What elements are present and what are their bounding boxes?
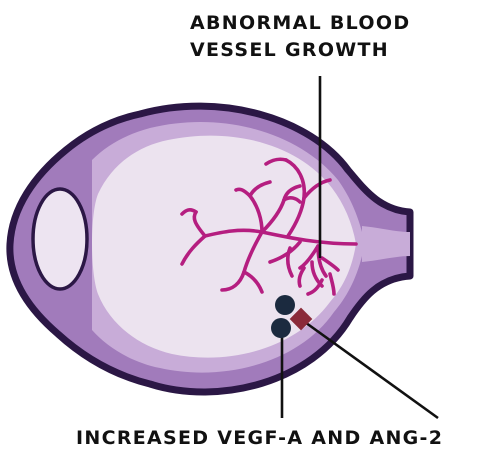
vegf-molecule-lower xyxy=(271,318,291,338)
lens xyxy=(33,189,87,289)
label-line-1: ABNORMAL BLOOD xyxy=(190,10,410,37)
vegf-molecule-upper xyxy=(275,295,295,315)
abnormal-blood-vessel-growth-label: ABNORMAL BLOOD VESSEL GROWTH xyxy=(190,10,410,64)
label-line-2: VESSEL GROWTH xyxy=(190,37,410,64)
molecule-leader-line-diamond xyxy=(302,320,438,418)
increased-vegf-ang2-label: INCREASED VEGF-A AND ANG-2 xyxy=(76,426,443,450)
